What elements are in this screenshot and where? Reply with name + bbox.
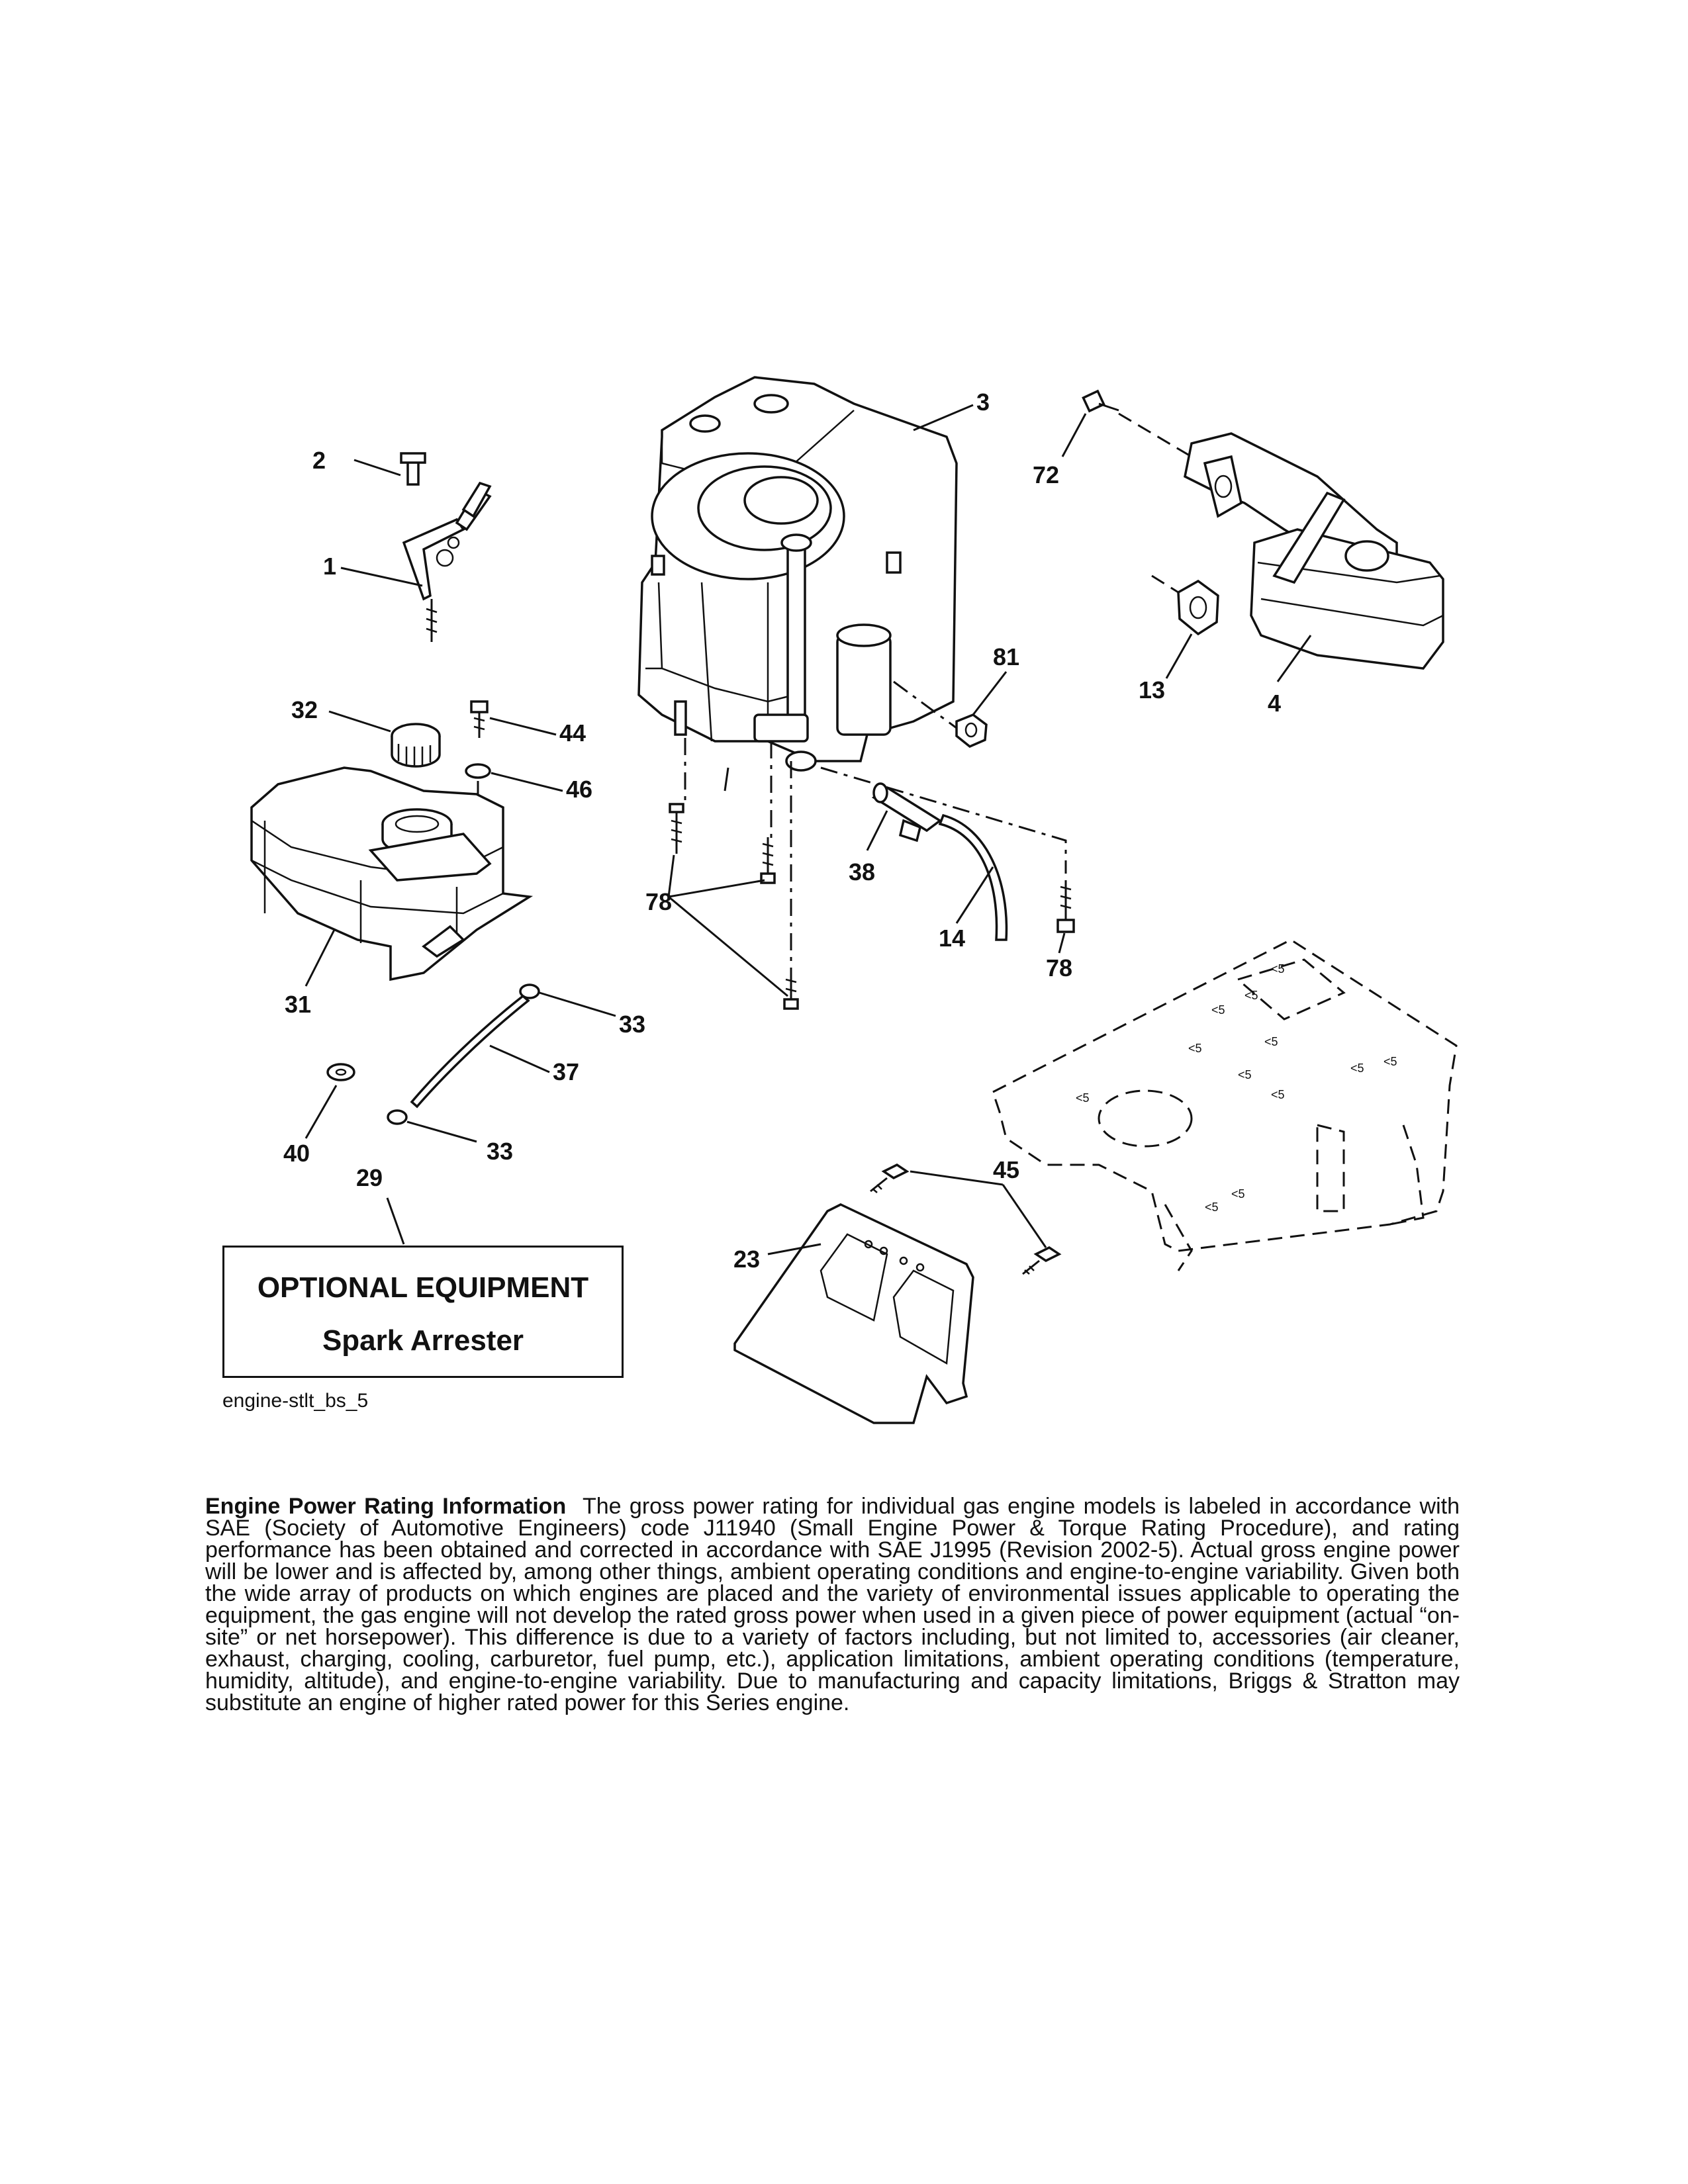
svg-text:<5: <5 — [1383, 1055, 1397, 1068]
tractor-frame-outline: <5 <5 <5 <5 <5 <5 <5 <5 <5 <5 <5 <5 — [992, 938, 1458, 1271]
svg-text:<5: <5 — [1271, 962, 1285, 976]
callout-46: 46 — [566, 776, 592, 803]
callout-40: 40 — [283, 1140, 310, 1167]
engine-bolt-part-b — [760, 837, 776, 884]
svg-text:<5: <5 — [1188, 1042, 1202, 1055]
heat-shield-bolt-upper — [870, 1163, 910, 1193]
engine-bolt-part-d — [1056, 880, 1075, 933]
callout-3: 3 — [976, 388, 990, 416]
fuel-line-part — [938, 813, 1008, 941]
svg-text:<5: <5 — [1264, 1035, 1278, 1048]
svg-text:<5: <5 — [1076, 1091, 1090, 1105]
optional-equipment-item: Spark Arrester — [322, 1324, 524, 1357]
callout-78-right: 78 — [1046, 954, 1072, 981]
callout-23: 23 — [733, 1246, 760, 1273]
heat-shield-part — [733, 1203, 974, 1424]
grommet-part — [326, 1063, 355, 1081]
svg-text:<5: <5 — [1211, 1003, 1225, 1017]
heat-shield-bolt-lower — [1022, 1246, 1062, 1275]
callout-2: 2 — [312, 447, 326, 474]
engine-part — [637, 376, 958, 772]
tank-bolt-part — [470, 700, 489, 738]
callout-44: 44 — [559, 719, 586, 747]
callout-1: 1 — [323, 553, 336, 580]
callout-32: 32 — [291, 696, 318, 723]
fuel-shutoff-part — [871, 782, 943, 842]
svg-text:<5: <5 — [1271, 1088, 1285, 1101]
callout-37: 37 — [553, 1058, 579, 1085]
fuel-hose-part — [410, 994, 530, 1109]
hose-clamp-part-lower — [387, 1109, 408, 1125]
callout-33-lower: 33 — [487, 1138, 513, 1165]
svg-text:<5: <5 — [1244, 989, 1258, 1002]
callout-33-upper: 33 — [619, 1011, 645, 1038]
svg-text:<5: <5 — [1350, 1062, 1364, 1075]
svg-text:<5: <5 — [1231, 1187, 1245, 1201]
callout-29: 29 — [356, 1164, 383, 1191]
exhaust-gasket-part — [1177, 579, 1219, 636]
fuel-tank-part — [250, 766, 534, 981]
optional-equipment-title: OPTIONAL EQUIPMENT — [257, 1271, 589, 1304]
info-heading: Engine Power Rating Information — [205, 1494, 567, 1519]
callout-13: 13 — [1139, 676, 1165, 704]
muffler-bolt-part — [1082, 389, 1119, 413]
nut-part — [955, 713, 988, 749]
tank-washer-part — [465, 763, 491, 779]
throttle-control-part — [400, 452, 492, 642]
hose-clamp-part-upper — [519, 983, 540, 999]
optional-equipment-box: OPTIONAL EQUIPMENT Spark Arrester — [222, 1246, 624, 1378]
svg-text:<5: <5 — [1205, 1201, 1219, 1214]
callout-31: 31 — [285, 991, 311, 1018]
callout-45: 45 — [993, 1156, 1019, 1183]
diagram-code: engine-stlt_bs_5 — [222, 1390, 369, 1412]
callout-78-left: 78 — [645, 888, 672, 915]
muffler-part — [1184, 432, 1444, 670]
fuel-cap-part — [391, 723, 441, 768]
callout-81: 81 — [993, 643, 1019, 670]
info-body: The gross power rating for individual ga… — [205, 1494, 1460, 1715]
engine-power-rating-info: Engine Power Rating Information The gros… — [205, 1494, 1460, 1715]
engine-bolt-part-a — [669, 803, 684, 854]
svg-text:<5: <5 — [1238, 1068, 1252, 1081]
callout-72: 72 — [1033, 461, 1059, 488]
callout-14: 14 — [939, 925, 965, 952]
engine-bolt-part-c — [783, 973, 799, 1010]
callout-4: 4 — [1268, 690, 1281, 717]
callout-38: 38 — [849, 858, 875, 886]
